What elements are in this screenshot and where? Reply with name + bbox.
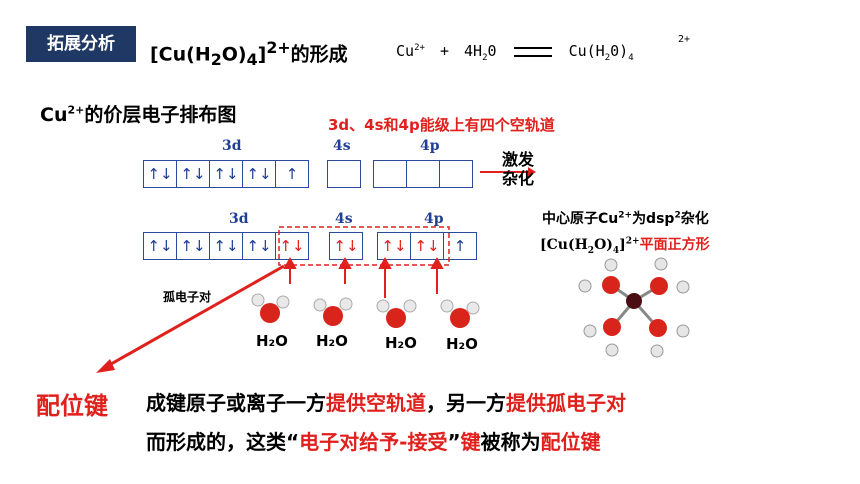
orbital-box bbox=[439, 160, 473, 188]
label-4s: 4s bbox=[333, 138, 351, 154]
note-sub: 2 bbox=[587, 245, 595, 256]
def-highlight: 配位键 bbox=[540, 430, 601, 454]
def-text: 而形成的，这类“ bbox=[146, 430, 300, 454]
geometry-note: [Cu(H2O)4]2+平面正方形 bbox=[540, 234, 710, 256]
title-text: O) bbox=[221, 43, 247, 66]
title-sup: 2+ bbox=[266, 38, 291, 57]
orbital-box: ↑ bbox=[443, 232, 477, 260]
geometry-shape: 平面正方形 bbox=[639, 237, 710, 253]
title-text: 的形成 bbox=[290, 43, 348, 66]
definition-line-2: 而形成的，这类“电子对给予-接受”键被称为配位键 bbox=[146, 426, 601, 455]
section-heading: Cu2+的价层电子排布图 bbox=[40, 100, 236, 127]
eq-product-charge: 2+ bbox=[678, 34, 691, 45]
hyb-line: 杂化 bbox=[502, 169, 535, 188]
def-highlight: 提供孤电子对 bbox=[506, 391, 626, 415]
eq-sub: 2 bbox=[604, 53, 611, 63]
note-sup: 2 bbox=[674, 210, 681, 221]
label-3d: 3d bbox=[229, 211, 249, 227]
water-molecule-icon bbox=[376, 299, 417, 328]
orbital-box: ↑ bbox=[275, 160, 309, 188]
eq-text: 0) bbox=[610, 42, 629, 60]
hybridization-label: 激发 杂化 bbox=[502, 150, 534, 188]
eq-text: Cu(H bbox=[568, 42, 605, 60]
label-4s: 4s bbox=[335, 211, 353, 227]
def-highlight: 电子对给予-接受 bbox=[299, 430, 448, 454]
note-text: [Cu(H bbox=[540, 237, 588, 253]
def-text: 成键原子或离子一方 bbox=[146, 391, 326, 415]
note-text: O) bbox=[594, 237, 613, 253]
formation-equation: Cu2+ + 4H20 Cu(H20)4 bbox=[396, 42, 634, 63]
lone-pair-label: 孤电子对 bbox=[163, 290, 212, 304]
hybridization-arrow bbox=[480, 167, 536, 177]
label-4p: 4p bbox=[424, 211, 444, 227]
water-molecule-icon bbox=[313, 297, 353, 326]
def-text: ” bbox=[447, 430, 461, 454]
hybrid-orbital-frame bbox=[278, 226, 450, 266]
note-sup: 2+ bbox=[625, 236, 640, 247]
page-title: [Cu(H2O)4]2+的形成 bbox=[150, 38, 348, 69]
coordinate-bond-term: 配位键 bbox=[36, 392, 108, 420]
orbital-row-3d-hybrid: ↑↓ ↑↓ ↑↓ ↑↓ ↑↓ bbox=[143, 232, 309, 260]
hybridization-note: 中心原子Cu2+为dsp2杂化 bbox=[542, 208, 709, 228]
def-text: 被称为 bbox=[480, 430, 541, 454]
orbital-row-4p-hybrid: ↑↓ ↑↓ ↑ bbox=[377, 232, 477, 260]
heading-sup: 2+ bbox=[67, 103, 85, 117]
eq-text: 4H bbox=[464, 42, 483, 60]
note-text: 为dsp bbox=[632, 211, 675, 227]
water-label: H₂O bbox=[385, 334, 417, 352]
note-text: 中心原子 bbox=[542, 211, 598, 227]
orbital-row-4s bbox=[327, 160, 361, 188]
eq-text: Cu bbox=[396, 42, 415, 60]
def-highlight: 提供空轨道 bbox=[326, 391, 426, 415]
note-text: 杂化 bbox=[680, 211, 709, 227]
note-sub: 4 bbox=[612, 245, 620, 256]
orbital-row-3d: ↑↓ ↑↓ ↑↓ ↑↓ ↑ bbox=[143, 160, 309, 188]
title-text: ] bbox=[257, 43, 267, 66]
empty-orbital-note: 3d、4s和4p能级上有四个空轨道 bbox=[328, 116, 555, 134]
definition-line-1: 成键原子或离子一方提供空轨道，另一方提供孤电子对 bbox=[146, 387, 626, 416]
complex-model-icon bbox=[578, 257, 690, 358]
label-3d: 3d bbox=[222, 138, 242, 154]
water-label: H₂O bbox=[446, 335, 478, 353]
orbital-row-4p bbox=[373, 160, 473, 188]
note-sup: 2+ bbox=[618, 210, 633, 221]
eq-sub: 2 bbox=[482, 53, 488, 63]
title-text: [Cu(H bbox=[150, 43, 211, 66]
orbital-box bbox=[327, 160, 361, 188]
label-4p: 4p bbox=[420, 138, 440, 154]
eq-sub: 4 bbox=[628, 53, 634, 63]
title-sub: 2 bbox=[210, 50, 222, 70]
water-molecule-icon bbox=[440, 299, 480, 328]
def-text: ，另一方 bbox=[426, 391, 506, 415]
equilibrium-sign bbox=[513, 46, 552, 57]
heading-text: 的价层电子排布图 bbox=[84, 104, 237, 126]
note-text: Cu bbox=[598, 211, 619, 227]
water-label: H₂O bbox=[256, 332, 288, 350]
hyb-line: 激发 bbox=[502, 150, 535, 169]
def-highlight: 键 bbox=[460, 430, 481, 454]
section-tag: 拓展分析 bbox=[26, 26, 136, 62]
note-text: ] bbox=[619, 237, 626, 253]
water-molecule-icon bbox=[251, 293, 290, 323]
title-sub: 4 bbox=[246, 50, 258, 70]
eq-text: 0 bbox=[487, 42, 497, 60]
eq-sup: 2+ bbox=[414, 43, 425, 53]
water-label: H₂O bbox=[316, 332, 348, 350]
heading-text: Cu bbox=[40, 104, 68, 126]
orbital-box-hybrid: ↑↓ bbox=[275, 232, 309, 260]
eq-plus: + bbox=[439, 42, 449, 60]
